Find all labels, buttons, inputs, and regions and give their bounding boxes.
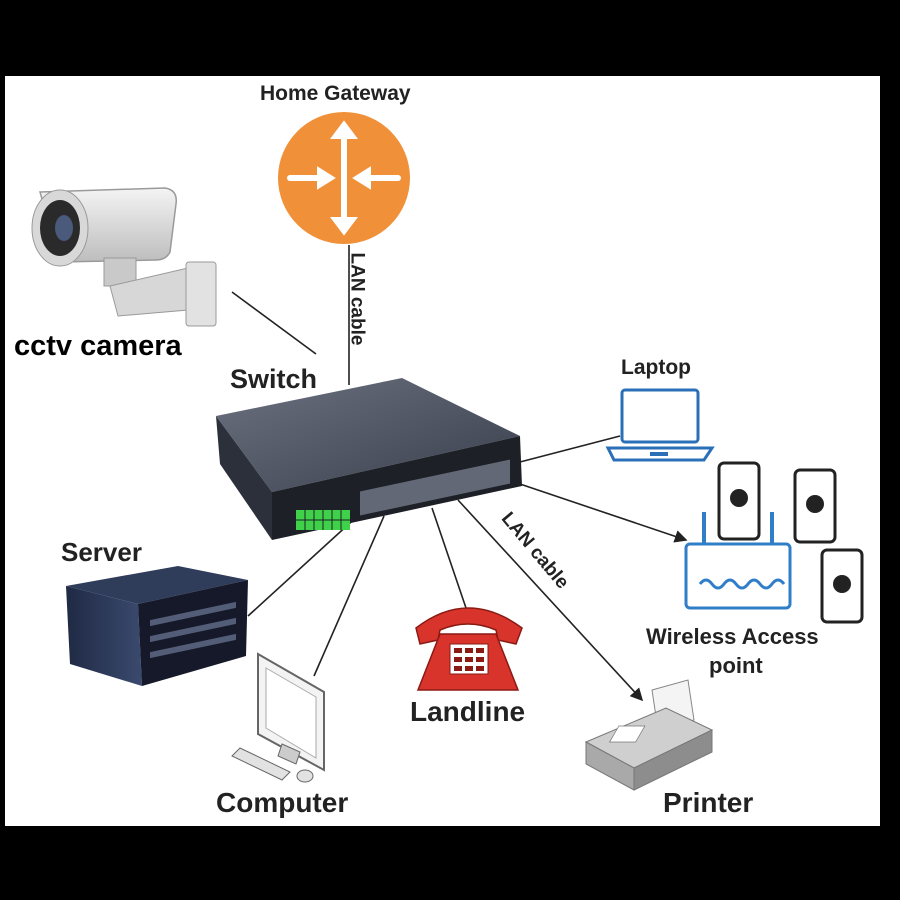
landline-label: Landline bbox=[410, 696, 526, 727]
switch-label: Switch bbox=[230, 364, 318, 394]
laptop-icon bbox=[605, 388, 715, 462]
wireless-ap-label-line2: point bbox=[709, 653, 763, 678]
cctv-camera-icon bbox=[31, 187, 217, 327]
line-switch-laptop bbox=[519, 435, 621, 463]
cctv-camera-label: cctv camera bbox=[14, 330, 182, 362]
line-switch-landline bbox=[431, 507, 467, 609]
wireless-ap-label-line1: Wireless Access bbox=[646, 624, 819, 649]
lan-cable-vertical-label: LAN cable bbox=[346, 252, 368, 346]
wireless-access-point-icon bbox=[684, 512, 792, 610]
landline-phone-icon bbox=[415, 607, 523, 691]
home-gateway-router-icon bbox=[278, 112, 410, 244]
smartphone-icon-3 bbox=[820, 548, 864, 624]
smartphone-icon-2 bbox=[793, 468, 837, 544]
line-switch-printer bbox=[457, 499, 644, 702]
home-gateway-label: Home Gateway bbox=[260, 82, 411, 105]
smartphone-icon-1 bbox=[717, 461, 761, 541]
computer-label: Computer bbox=[216, 787, 349, 818]
server-icon bbox=[66, 566, 248, 686]
printer-icon bbox=[584, 679, 714, 791]
line-switch-ap bbox=[519, 483, 688, 543]
computer-icon bbox=[231, 652, 325, 783]
line-camera-switch bbox=[231, 291, 317, 355]
line-switch-computer bbox=[313, 515, 385, 677]
network-switch-icon bbox=[216, 378, 522, 540]
laptop-label: Laptop bbox=[621, 356, 691, 379]
printer-label: Printer bbox=[663, 787, 754, 818]
server-label: Server bbox=[61, 537, 142, 567]
